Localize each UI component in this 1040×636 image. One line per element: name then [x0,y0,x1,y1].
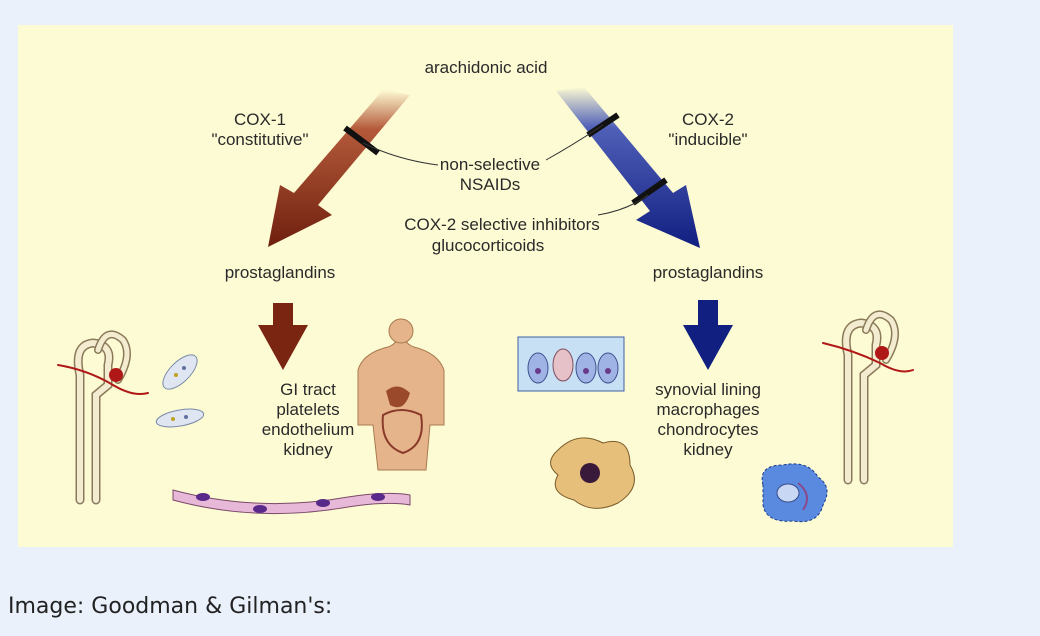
cox2-block-bar-2 [631,177,668,206]
cox2-product: prostaglandins [653,263,764,282]
image-caption: Image: Goodman & Gilman's: [8,594,333,619]
cox1-block-bar [343,125,380,156]
cox1-target-1: GI tract [280,380,336,399]
source-label: arachidonic acid [425,58,548,77]
cox2-name: COX-2 [682,110,734,129]
nonselective-line1: non-selective [440,155,540,174]
diagram-svg: arachidonic acid COX-1 "constitutive" CO… [57,58,914,523]
selective-line2: glucocorticoids [432,236,544,255]
cox1-target-2: platelets [276,400,339,419]
cox2-note: "inducible" [668,130,747,149]
nonselective-leader-left [362,142,439,166]
synovial-lining-icon [517,336,625,392]
nephron-left-icon [57,330,149,505]
cox-pathway-diagram: arachidonic acid COX-1 "constitutive" CO… [18,25,953,547]
macrophage-icon [550,437,635,509]
cox2-arrow [556,87,700,248]
cox1-name: COX-1 [234,110,286,129]
cox2-target-4: kidney [683,440,733,459]
human-body-gi-icon [357,318,445,471]
chondrocyte-icon [761,463,828,523]
nonselective-leader-right [545,124,604,161]
cox1-target-arrow [258,303,308,370]
nephron-right-icon [822,310,914,485]
cox2-target-1: synovial lining [655,380,761,399]
cox1-product: prostaglandins [225,263,336,282]
cox2-target-arrow [683,300,733,370]
endothelium-cells-icon [172,489,411,515]
cox2-target-3: chondrocytes [657,420,758,439]
nonselective-line2: NSAIDs [460,175,520,194]
selective-leader [597,194,649,216]
cox1-target-4: kidney [283,440,333,459]
cox1-note: "constitutive" [211,130,308,149]
cox2-target-2: macrophages [656,400,759,419]
selective-line1: COX-2 selective inhibitors [404,215,600,234]
cox1-target-3: endothelium [262,420,355,439]
platelet-cells-icon [155,354,205,428]
cox1-arrow [268,90,410,247]
